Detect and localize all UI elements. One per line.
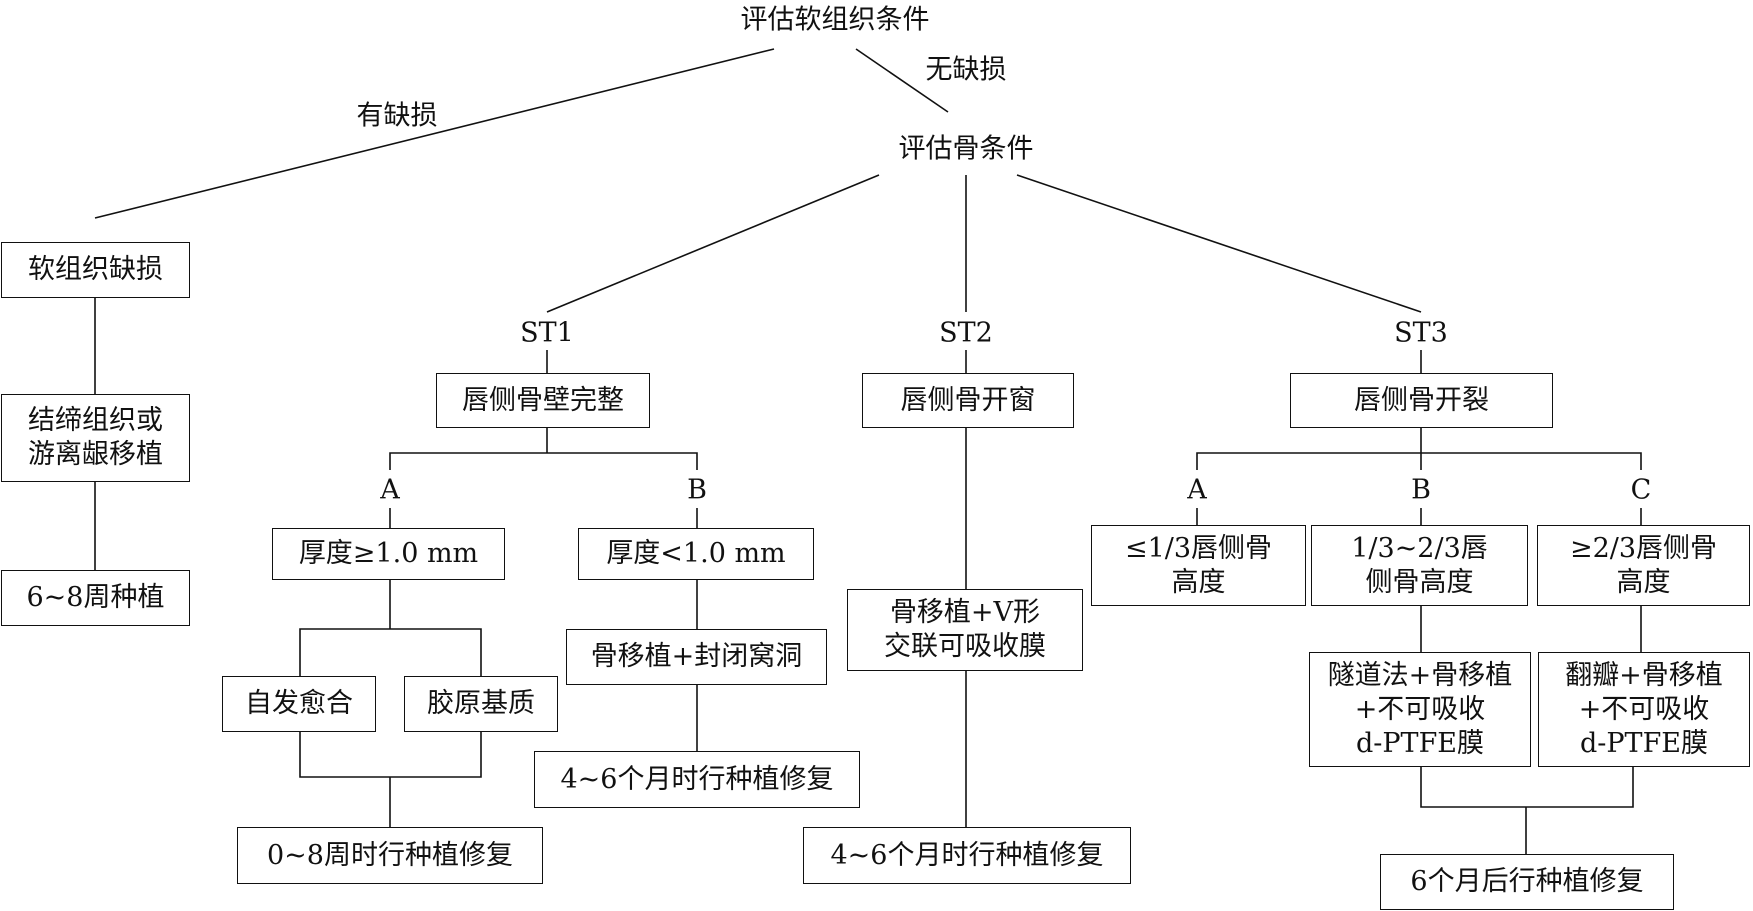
soft-tissue-defect-box: 软组织缺损 [1, 242, 190, 298]
st1-a-label: A [380, 474, 400, 506]
st3-merge [1420, 767, 1634, 808]
edge-no-defect [855, 48, 949, 113]
bone-eval-node: 评估骨条件 [898, 133, 1034, 165]
st3-b-treatment-box: 隧道法+骨移植 +不可吸收 d-PTFE膜 [1309, 652, 1531, 767]
st3-branch-bar [1196, 452, 1642, 470]
st3-b-box: 1/3~2/3唇 侧骨高度 [1311, 525, 1528, 606]
st1-b-treatment-box: 骨移植+封闭窝洞 [566, 629, 827, 685]
st1-b-box: 厚度<1.0 mm [578, 528, 814, 580]
st1-label: ST1 [520, 317, 574, 349]
st3-b-label: B [1411, 474, 1431, 506]
st1-a-merge [299, 732, 482, 778]
collagen-matrix-box: 胶原基质 [404, 676, 558, 732]
st1-branch-bar [389, 452, 698, 470]
root-title: 评估软组织条件 [740, 4, 930, 36]
st1-a-result-box: 0~8周时行种植修复 [237, 827, 543, 884]
st1-a-split [299, 628, 482, 676]
st1-a-box: 厚度≥1.0 mm [272, 528, 505, 580]
st2-box: 唇侧骨开窗 [862, 373, 1074, 428]
st3-label: ST3 [1394, 317, 1448, 349]
st2-result-box: 4~6个月时行种植修复 [803, 827, 1131, 884]
st3-c-treatment-box: 翻瓣+骨移植 +不可吸收 d-PTFE膜 [1538, 652, 1750, 767]
edge-label-no-defect: 无缺损 [925, 54, 1007, 86]
st2-treatment-box: 骨移植+V形 交联可吸收膜 [847, 589, 1083, 671]
implant-6-8-weeks-box: 6~8周种植 [1, 570, 190, 626]
st1-b-result-box: 4~6个月时行种植修复 [534, 751, 860, 808]
st3-result-box: 6个月后行种植修复 [1380, 854, 1674, 910]
graft-box: 结缔组织或 游离龈移植 [1, 394, 190, 482]
st3-a-label: A [1187, 474, 1207, 506]
edge-to-st3 [1016, 174, 1422, 313]
edge-defect [94, 48, 775, 219]
edge-to-st1 [546, 174, 880, 313]
edge-label-defect: 有缺损 [356, 100, 438, 132]
st3-c-label: C [1630, 474, 1652, 506]
st1-box: 唇侧骨壁完整 [436, 373, 650, 428]
st3-a-box: ≤1/3唇侧骨 高度 [1091, 525, 1306, 606]
st1-b-label: B [687, 474, 707, 506]
st2-label: ST2 [939, 317, 993, 349]
st3-box: 唇侧骨开裂 [1290, 373, 1553, 428]
spontaneous-healing-box: 自发愈合 [222, 676, 376, 732]
st3-c-box: ≥2/3唇侧骨 高度 [1537, 525, 1750, 606]
